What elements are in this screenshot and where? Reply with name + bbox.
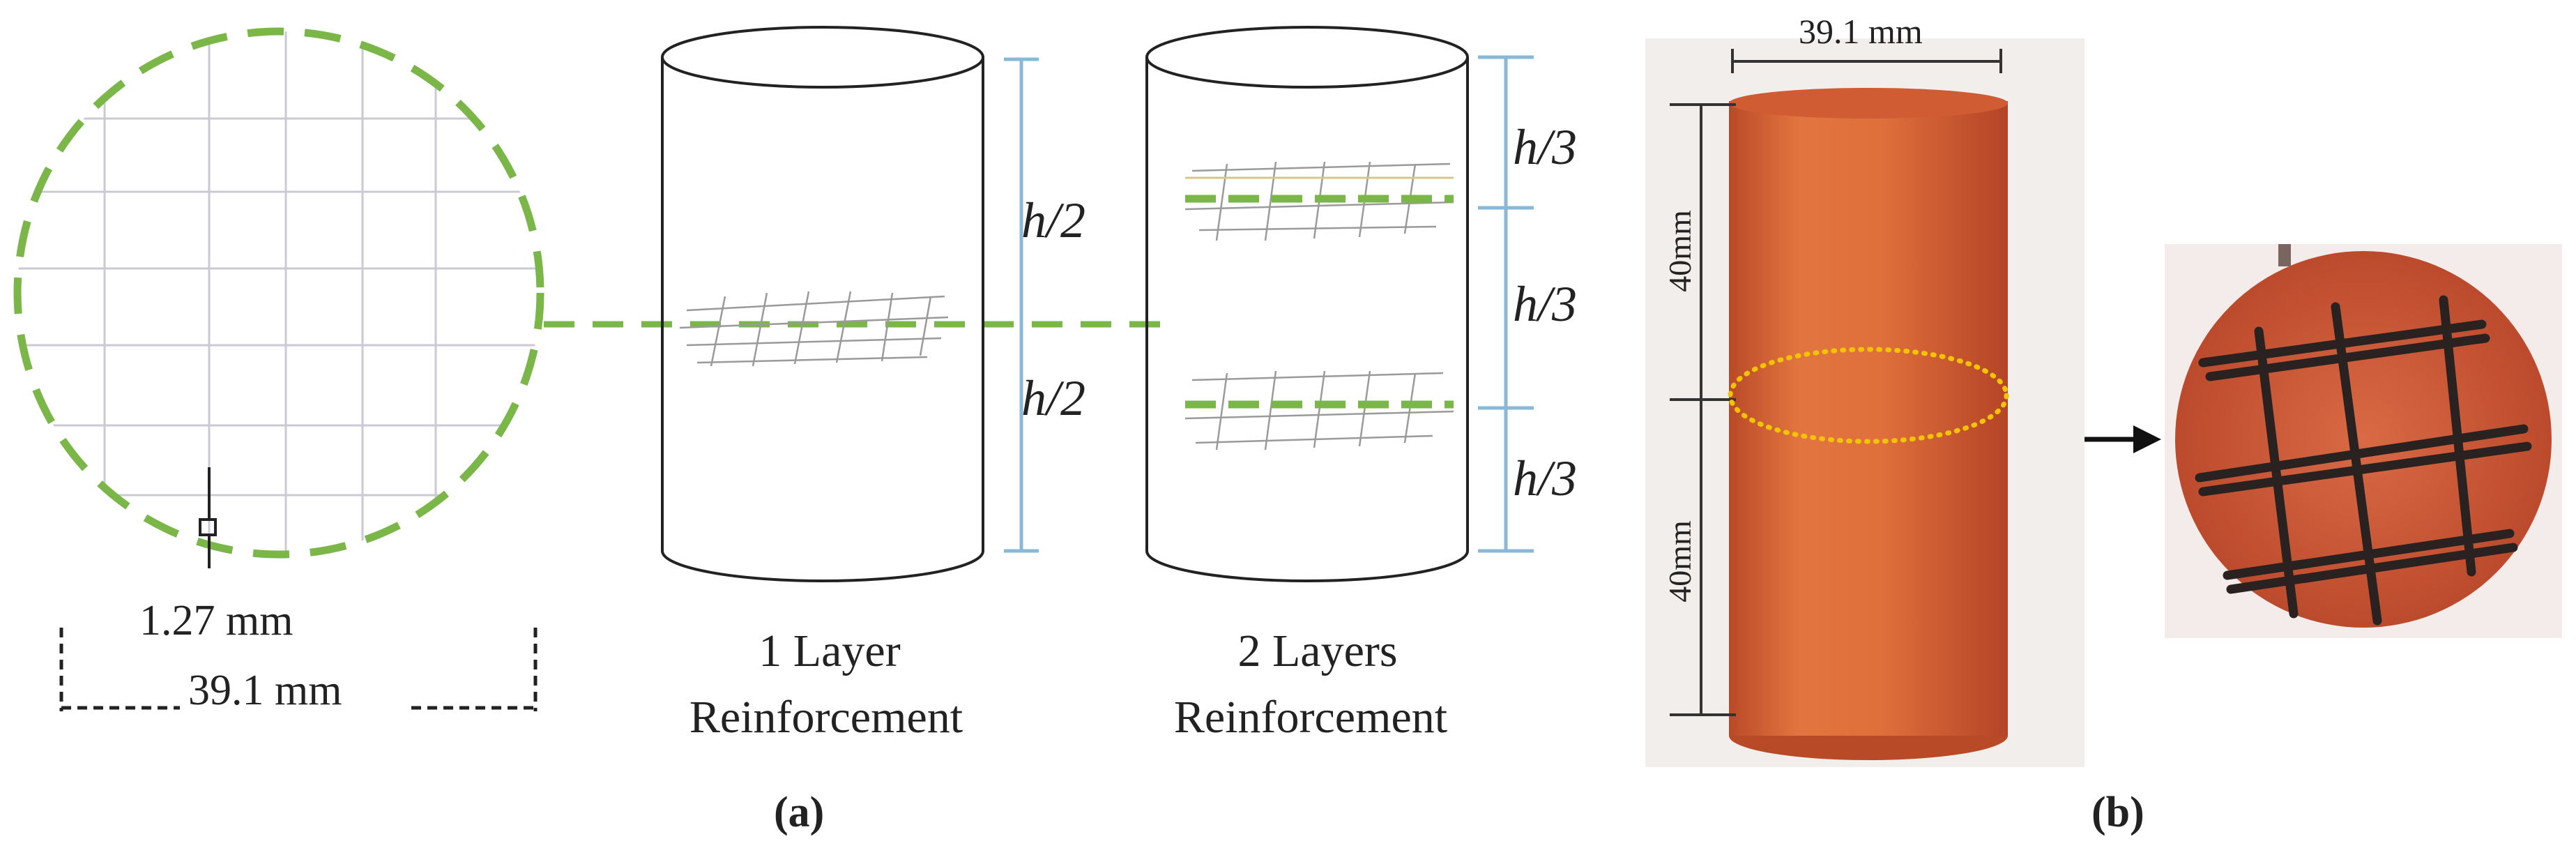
dimension-bar-one-layer (1004, 57, 1039, 553)
dim-bottom-label: h/3 (1513, 450, 1577, 506)
specimen-diameter-dimension (1731, 49, 2002, 73)
cylinder-two-layers: h/3 h/3 h/3 2 Layers Reinforcement (1145, 26, 1577, 743)
panel-b-label: (b) (2091, 789, 2144, 836)
cross-section-photo (2165, 244, 2562, 638)
arrow-icon (2085, 425, 2161, 453)
panel-a-label: (a) (774, 789, 824, 836)
mesh-top-view: 1.27 mm 39.1 mm (13, 27, 544, 714)
dim-top-label: h/3 (1513, 119, 1577, 175)
panel-b: 39.1 mm 40mm 40mm (1645, 12, 2562, 836)
diameter-label: 39.1 mm (188, 667, 342, 714)
specimen-photo (1729, 88, 2008, 760)
cylinder-one-layer: h/2 h/2 1 Layer Reinforcement (661, 26, 1085, 743)
diameter-dimension (59, 628, 538, 711)
upper-height-label: 40mm (1662, 210, 1698, 292)
caption-one-layer-line2: Reinforcement (689, 692, 963, 743)
mesh-outline-circle (13, 27, 544, 559)
caption-two-layers-line2: Reinforcement (1174, 692, 1447, 743)
specimen-height-dimension (1670, 103, 1736, 716)
caption-two-layers-line1: 2 Layers (1237, 626, 1397, 676)
mesh-layer-lower (1184, 370, 1454, 450)
section-marker-ellipse (1728, 347, 2009, 444)
mesh-spacing-label: 1.27 mm (139, 597, 293, 644)
bar-thickness-marker (199, 467, 217, 568)
lower-height-label: 40mm (1662, 520, 1698, 603)
specimen-diameter-label: 39.1 mm (1799, 12, 1923, 51)
dimension-bar-two-layers (1478, 55, 1534, 553)
dim-middle-label: h/3 (1513, 276, 1577, 332)
geogrid-cross-section (2195, 295, 2532, 626)
mesh-layer-middle (679, 291, 949, 367)
panel-a: 1.27 mm 39.1 mm (13, 26, 1577, 836)
dim-bottom-label: h/2 (1021, 370, 1085, 426)
dim-top-label: h/2 (1021, 192, 1085, 248)
caption-one-layer-line1: 1 Layer (759, 626, 900, 676)
